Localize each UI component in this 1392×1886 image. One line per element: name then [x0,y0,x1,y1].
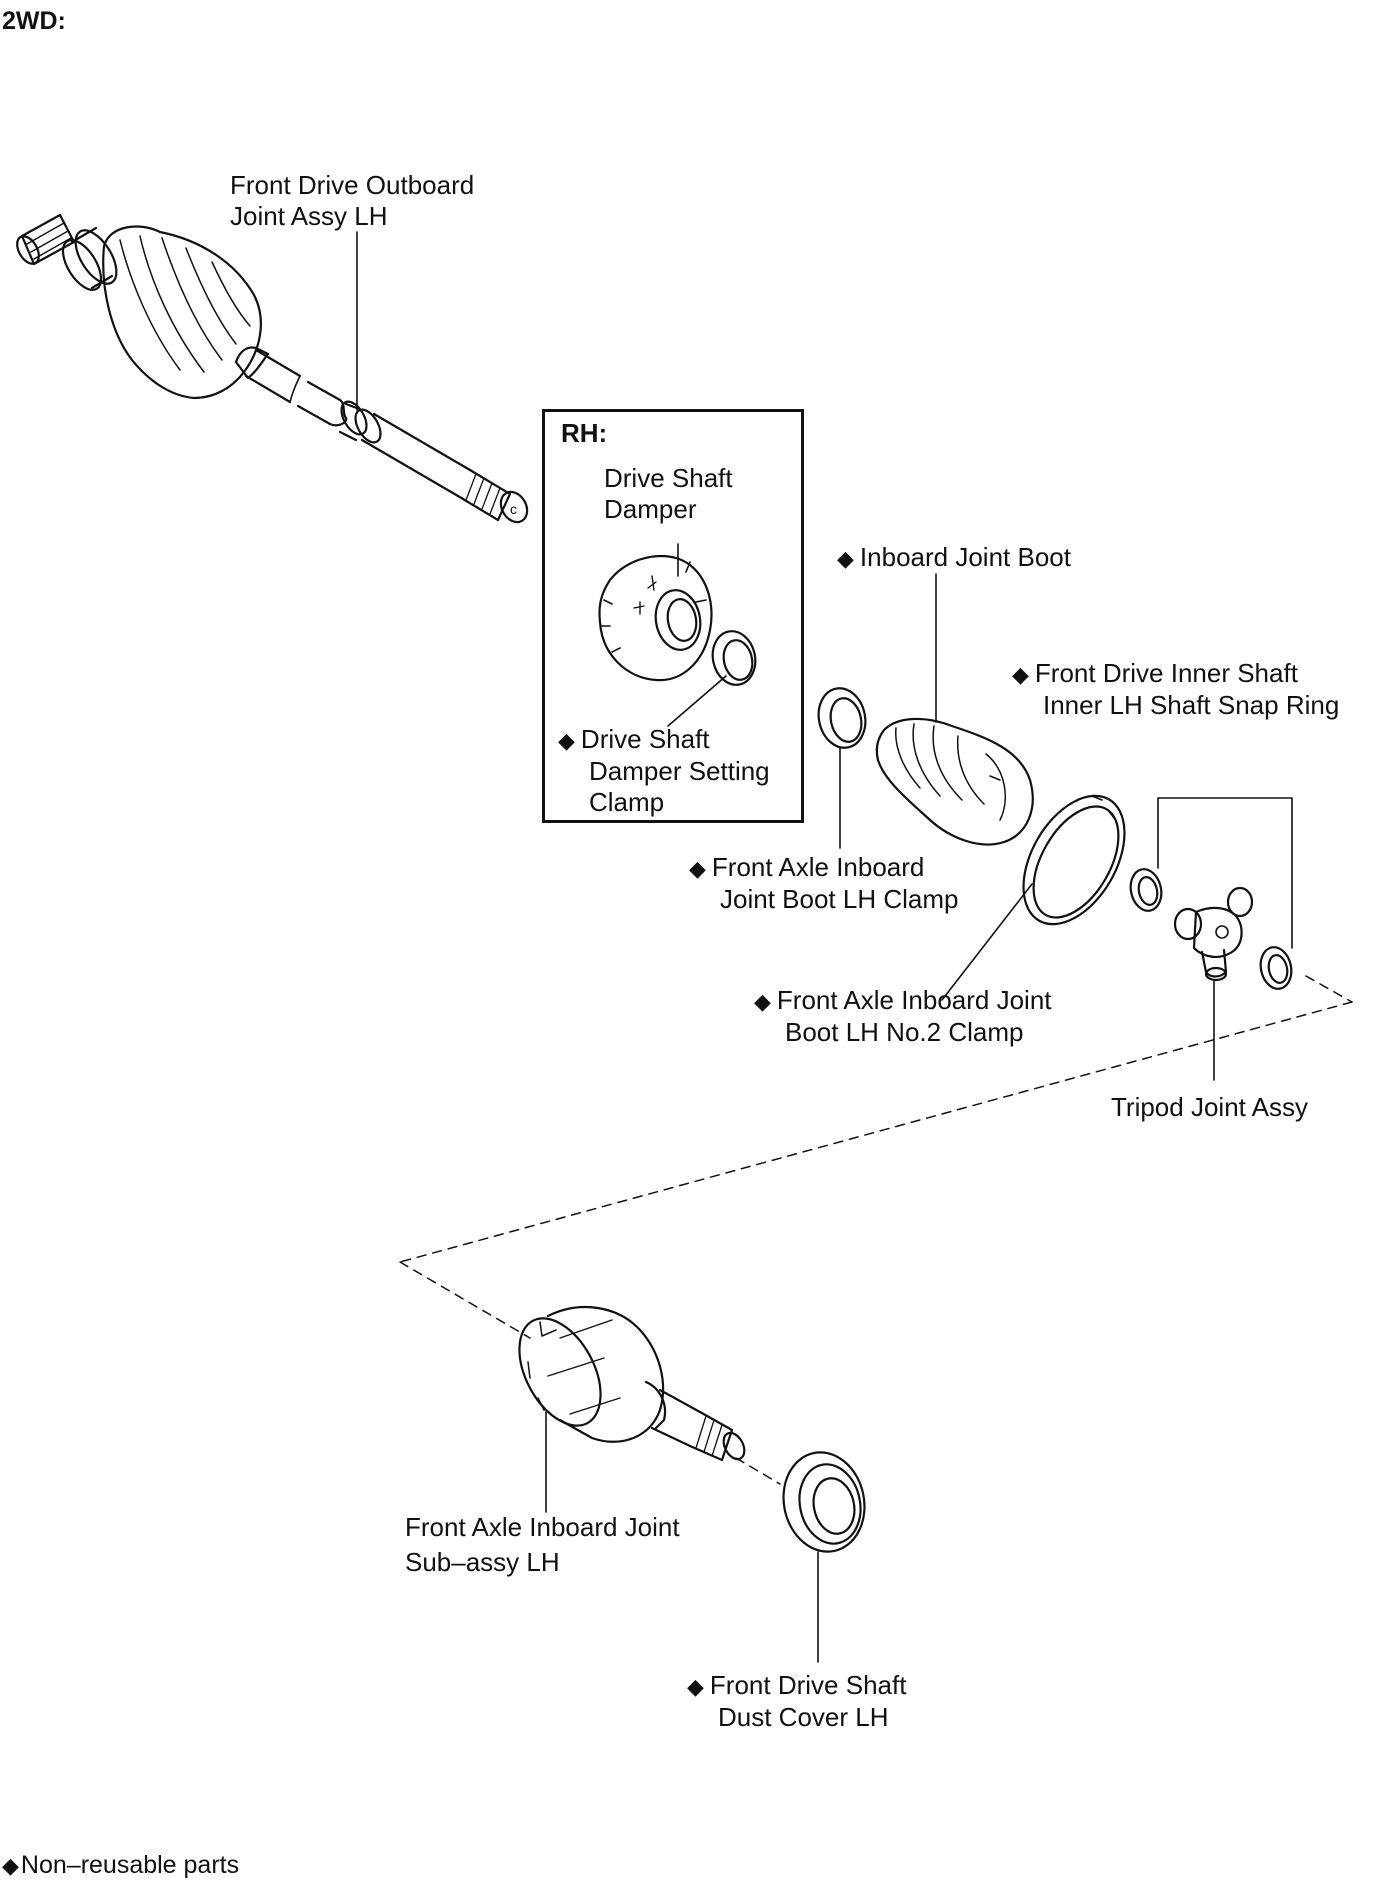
no2-clamp-leader-line [941,883,1033,1001]
snap-ring-bracket-line [1157,797,1293,949]
diamond-icon: ◆ [2,1853,19,1878]
snap-ring-lower-drawing [1259,946,1293,990]
label-damper-setting-clamp: ◆Drive Shaft Damper Setting Clamp [558,724,770,817]
diamond-icon: ◆ [687,1674,704,1699]
diamond-icon: ◆ [689,856,706,881]
assembly-dashed-lines [399,975,1353,1485]
damper-setting-clamp-drawing [711,630,757,686]
svg-text:c: c [510,501,517,517]
label-inboard-sub-assy: Front Axle Inboard Joint Sub–assy LH [405,1512,680,1577]
tripod-joint-drawing [1173,886,1254,982]
label-drive-shaft-damper: Drive Shaft Damper [604,463,733,524]
snap-ring-upper-drawing [1129,868,1163,912]
label-tripod-joint: Tripod Joint Assy [1111,1092,1309,1122]
label-boot-lh-clamp: ◆Front Axle Inboard Joint Boot LH Clamp [689,852,959,914]
diagram-heading: 2WD: [2,7,66,35]
diamond-icon: ◆ [558,728,575,753]
boot-no2-clamp-drawing [1022,794,1126,926]
inboard-boot-clamp-drawing [817,687,867,749]
inboard-joint-boot-drawing [875,717,1034,846]
diamond-icon: ◆ [754,989,771,1014]
diamond-icon: ◆ [1012,662,1029,687]
legend-non-reusable: ◆Non–reusable parts [2,1851,240,1879]
label-dust-cover: ◆Front Drive Shaft Dust Cover LH [687,1670,907,1732]
rh-box-title: RH: [561,418,608,448]
drive-shaft-damper-drawing [598,554,713,682]
label-inboard-joint-boot: ◆Inboard Joint Boot [837,542,1071,572]
dust-cover-drawing [782,1451,866,1553]
inboard-joint-sub-assy-drawing [518,1305,746,1462]
rh-detail-box [542,409,804,823]
damper-clamp-leader-line [667,675,727,727]
label-boot-no2-clamp: ◆Front Axle Inboard Joint Boot LH No.2 C… [754,985,1052,1047]
label-outboard-joint: Front Drive Outboard Joint Assy LH [230,170,475,231]
label-snap-ring: ◆Front Drive Inner Shaft Inner LH Shaft … [1012,658,1340,720]
diamond-icon: ◆ [837,546,854,571]
outboard-joint-assy-drawing: c [16,213,529,524]
